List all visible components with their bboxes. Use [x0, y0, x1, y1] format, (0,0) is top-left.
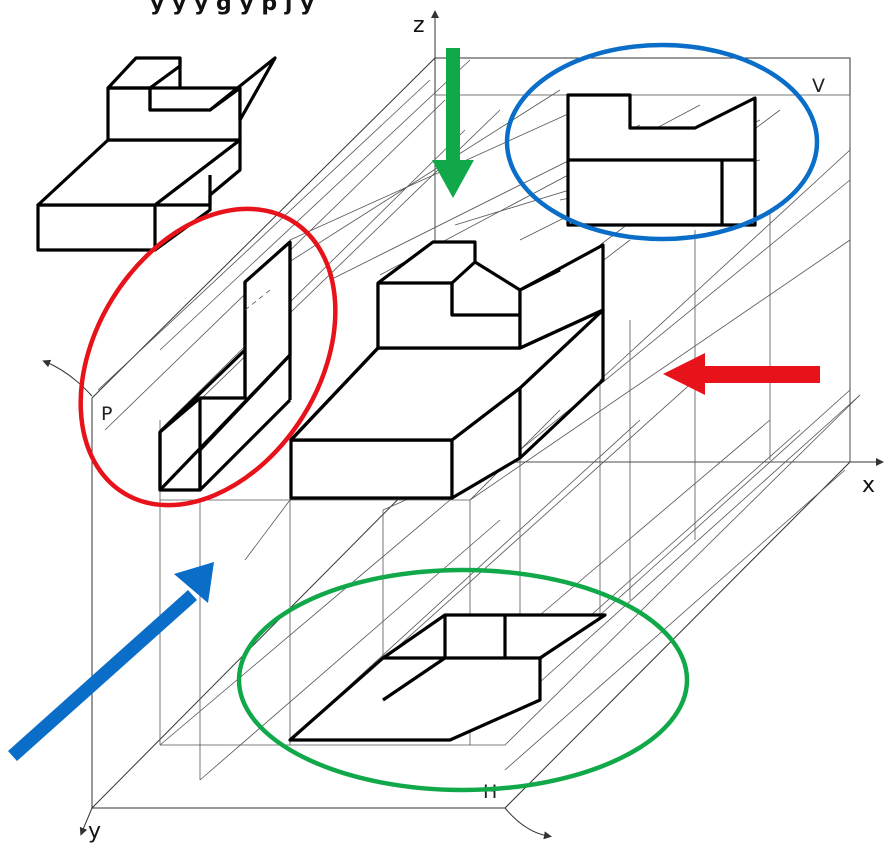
- plane-label-v: V: [812, 75, 825, 97]
- horizontal-projection-ellipse: [236, 567, 690, 793]
- axis-label-y: y: [88, 819, 101, 844]
- axis-label-z: z: [413, 13, 425, 38]
- horizontal-projection-drawing: [288, 613, 607, 742]
- front-view-arrow: [663, 353, 820, 395]
- profile-projection-ellipse: [78, 206, 338, 508]
- plane-label-h: H: [483, 781, 497, 803]
- reference-isometric-model: [36, 56, 277, 252]
- top-view-arrow: [432, 48, 474, 198]
- profile-projection-drawing: [158, 240, 292, 492]
- axis-label-x: x: [862, 473, 875, 498]
- side-view-arrow: [8, 562, 214, 761]
- main-solid-object: [289, 240, 605, 500]
- vertical-projection-drawing: [566, 93, 757, 227]
- plane-label-p: P: [101, 403, 112, 425]
- vertical-projection-ellipse: [504, 42, 820, 242]
- axis-markers: [42, 10, 884, 840]
- caption-fragment: y y y g y p j y: [150, 0, 314, 16]
